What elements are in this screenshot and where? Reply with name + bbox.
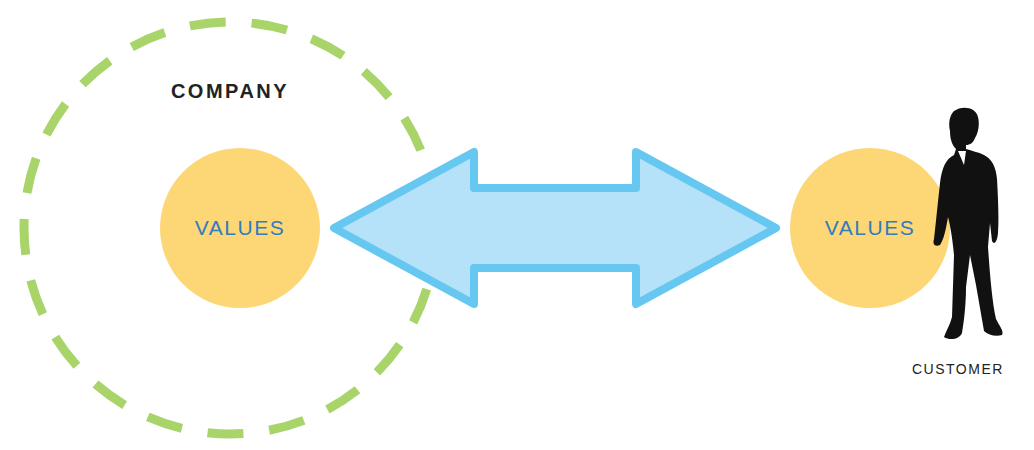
customer-label: CUSTOMER bbox=[912, 361, 1004, 377]
node-label: VALUES bbox=[160, 148, 320, 308]
customer-silhouette bbox=[920, 105, 1005, 345]
double-arrow bbox=[334, 152, 776, 304]
filled-circle bbox=[160, 148, 320, 308]
values-circle: VALUES bbox=[790, 148, 950, 308]
values-circle: VALUES bbox=[160, 148, 320, 308]
filled-circle bbox=[790, 148, 950, 308]
node-heading: COMPANY bbox=[18, 80, 442, 103]
node-label: VALUES bbox=[790, 148, 950, 308]
